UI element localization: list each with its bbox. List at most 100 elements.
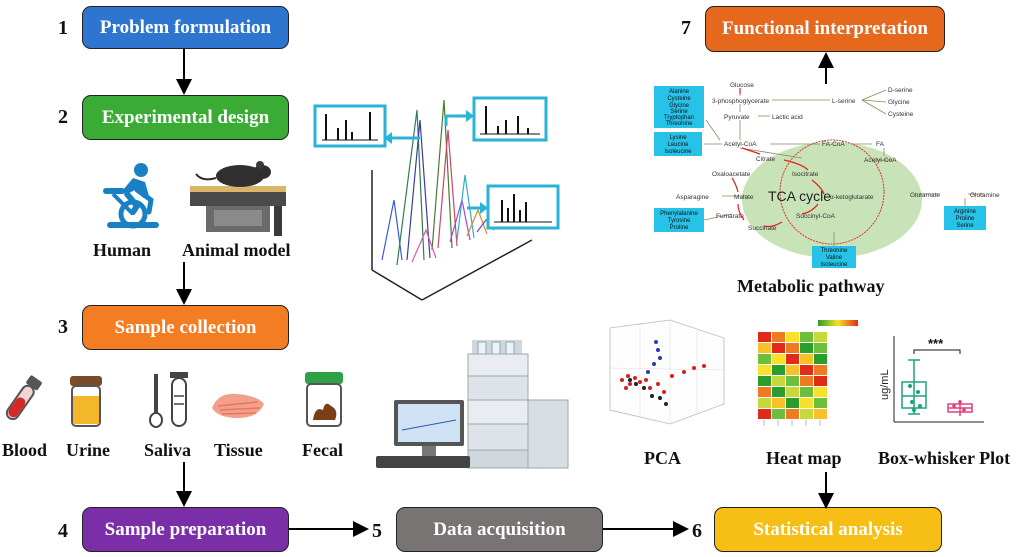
- aa2-isoleucine: Isoleucine: [664, 149, 692, 155]
- aa1-tryptophan: Tryptophan: [664, 115, 694, 121]
- aa3-proline: Proline: [670, 225, 689, 231]
- node-l-serine: L-serine: [832, 98, 856, 105]
- heatmap-cell: [786, 365, 799, 375]
- node-lactic-acid: Lactic acid: [772, 114, 803, 121]
- heatmap-cell: [800, 332, 813, 342]
- label-urine: Urine: [66, 440, 110, 460]
- step-number-4: 4: [58, 520, 68, 542]
- heatmap-cell: [814, 398, 827, 408]
- node-acetyl-coa: Acetyl-CoA: [724, 141, 757, 148]
- box-whisker-plot: ug/mL ***: [879, 336, 984, 423]
- metabolic-pathway-diagram: Alanine Cysteine Glycine Serine Tryptoph…: [654, 82, 1000, 268]
- heatmap-cell: [758, 343, 771, 353]
- step-problem-formulation: Problem formulation: [82, 6, 289, 49]
- aa2-lysine: Lysine: [669, 135, 687, 141]
- step-number-6: 6: [692, 520, 702, 542]
- node-3-phosphoglycerate: 3-phosphoglycerate: [712, 98, 769, 105]
- node-malate: Malate: [734, 194, 754, 201]
- heatmap-cell: [772, 332, 785, 342]
- step-number-3: 3: [58, 316, 68, 338]
- step-number-7: 7: [681, 17, 691, 39]
- heatmap-cell: [772, 409, 785, 419]
- aa4-arginine: Arginine: [954, 209, 977, 215]
- label-heat-map: Heat map: [766, 448, 842, 468]
- heatmap-cell: [758, 387, 771, 397]
- node-glutamate: Glutamate: [910, 192, 940, 199]
- saliva-swab-icon: [149, 372, 188, 428]
- label-animal-model: Animal model: [182, 240, 291, 260]
- fecal-cup-icon: [305, 372, 343, 427]
- step-experimental-design: Experimental design: [82, 95, 289, 140]
- heatmap-cell: [758, 365, 771, 375]
- boxplot-ylabel: ug/mL: [879, 369, 891, 400]
- heatmap-cell: [800, 365, 813, 375]
- heatmap-cell: [814, 365, 827, 375]
- node-glycine: Glycine: [888, 99, 910, 106]
- step-number-1: 1: [58, 17, 68, 39]
- label-box-whisker-plot: Box-whisker Plot: [878, 448, 1011, 468]
- aa5-threonine: Threonine: [820, 248, 848, 254]
- step-data-acquisition: Data acquisition: [396, 507, 603, 552]
- node-fumarate: Fumarate: [716, 213, 744, 220]
- aa4-proline: Proline: [956, 216, 975, 222]
- node-alpha-ketoglutarate: α-ketoglutarate: [830, 194, 874, 201]
- aa1-glycine: Glycine: [669, 103, 690, 109]
- heatmap-cell: [786, 376, 799, 386]
- aa4-serine: Serine: [956, 223, 974, 229]
- node-fa: FA: [876, 141, 885, 148]
- step-sample-collection: Sample collection: [82, 305, 289, 350]
- label-human: Human: [93, 240, 152, 260]
- label-fecal: Fecal: [302, 440, 343, 460]
- node-fa-coa: FA-CoA: [822, 141, 845, 148]
- node-tca-cycle: TCA cycle: [768, 188, 831, 204]
- label-pca: PCA: [644, 448, 681, 468]
- step-functional-interpretation: Functional interpretation: [705, 6, 945, 52]
- step-sample-preparation: Sample preparation: [82, 507, 289, 552]
- pca-plot: [609, 319, 725, 425]
- heatmap-plot: [758, 320, 858, 426]
- node-d-serine: D-serine: [888, 87, 913, 94]
- tissue-icon: [212, 393, 264, 418]
- node-isocitrate: Isocitrate: [792, 171, 819, 178]
- node-succinyl-coa: Succinyl-CoA: [796, 213, 836, 220]
- aa1-serine: Serine: [670, 109, 688, 115]
- heatmap-cell: [786, 398, 799, 408]
- node-cysteine: Cysteine: [888, 111, 914, 118]
- heatmap-cell: [814, 376, 827, 386]
- heatmap-cell: [814, 387, 827, 397]
- pathway-caption: Metabolic pathway: [737, 276, 885, 296]
- label-tissue: Tissue: [214, 440, 263, 460]
- aa1-alanine: Alanine: [669, 89, 690, 95]
- heatmap-cell: [758, 398, 771, 408]
- blood-tube-icon: [5, 375, 42, 421]
- cyclist-icon: [103, 163, 159, 229]
- heatmap-cell: [772, 365, 785, 375]
- node-succinate: Succinate: [748, 225, 777, 232]
- heatmap-cell: [800, 376, 813, 386]
- urine-cup-icon: [70, 376, 102, 427]
- step-statistical-analysis: Statistical analysis: [714, 507, 942, 552]
- aa3-phenylalanine: Phenylalanine: [660, 211, 698, 217]
- heatmap-cell: [772, 398, 785, 408]
- aa1-cysteine: Cysteine: [667, 96, 691, 102]
- heatmap-cell: [772, 376, 785, 386]
- heatmap-cell: [800, 398, 813, 408]
- label-blood: Blood: [2, 440, 48, 460]
- heatmap-cell: [786, 332, 799, 342]
- step-number-2: 2: [58, 106, 68, 128]
- step-number-5: 5: [372, 520, 382, 542]
- heatmap-cell: [758, 376, 771, 386]
- node-citrate: Citrate: [756, 156, 776, 163]
- heatmap-cell: [786, 409, 799, 419]
- node-glutamine: Glutamine: [970, 192, 1000, 199]
- aa2-leucine: Leucine: [667, 142, 689, 148]
- heatmap-cell: [758, 332, 771, 342]
- heatmap-cell: [814, 343, 827, 353]
- node-oxaloacetate: Oxaloacetate: [712, 171, 751, 178]
- aa5-isoleucine: Isoleucine: [820, 262, 848, 268]
- heatmap-cell: [800, 343, 813, 353]
- heatmap-cell: [758, 354, 771, 364]
- heatmap-cell: [814, 332, 827, 342]
- heatmap-cell: [786, 354, 799, 364]
- heatmap-cell: [772, 387, 785, 397]
